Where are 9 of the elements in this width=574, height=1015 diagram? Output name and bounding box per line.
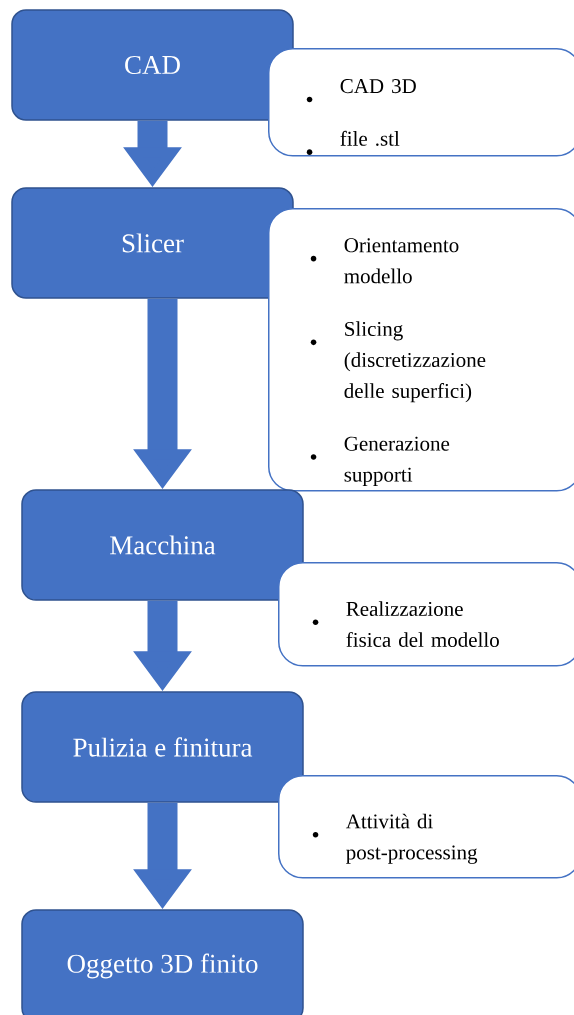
- process-box: Slicer: [11, 187, 294, 299]
- process-box: CAD: [11, 9, 294, 121]
- process-box: Oggetto 3D finito: [21, 909, 304, 1015]
- bullet-list-box: CAD 3D file .stl: [268, 48, 574, 157]
- process-box: Pulizia e finitura: [21, 691, 304, 803]
- bullet-list-box: Realizzazione fisica del modello: [278, 562, 574, 667]
- process-box: Macchina: [21, 489, 304, 601]
- bullet-list-box: Attività di post-processing: [278, 775, 574, 879]
- bullet-list-box: Orientamento modello Slicing (discretizzazione delle superfici) Generazione supporti: [268, 208, 574, 492]
